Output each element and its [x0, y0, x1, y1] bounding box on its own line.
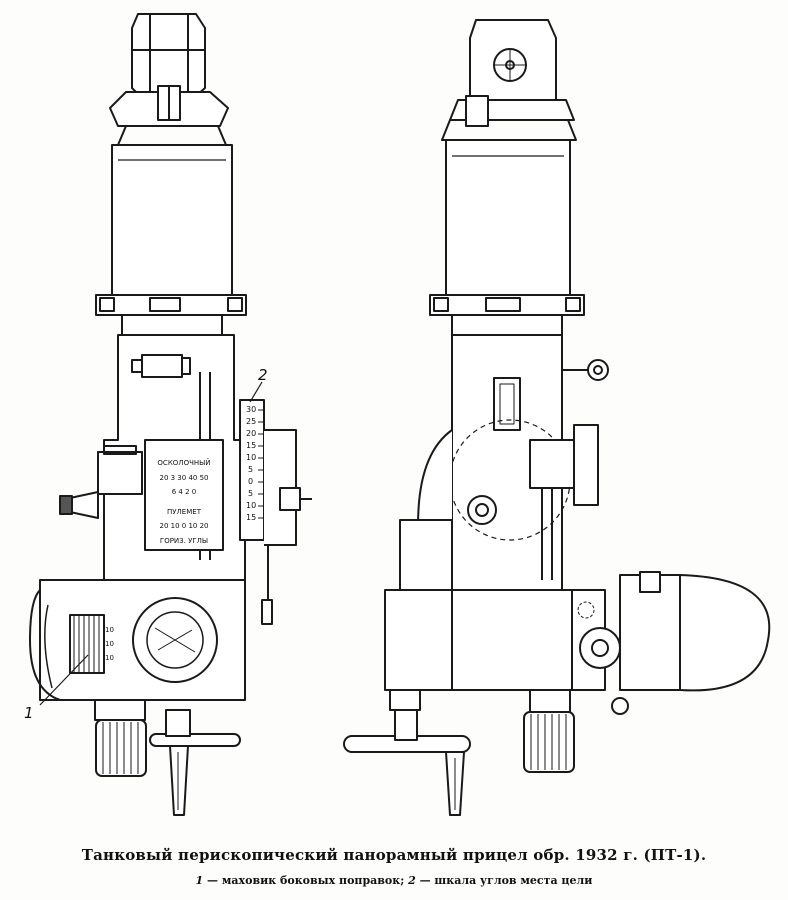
drum-number: 10: [105, 654, 114, 662]
drum-number: 10: [105, 640, 114, 648]
right-upper-tube: [445, 139, 571, 296]
plate-row1: 20 3 30 40 50: [160, 474, 209, 482]
left-view: ОСКОЛОЧНЫЙ 20 3 30 40 50 6 4 2 0 ПУЛЕМЕТ…: [24, 13, 312, 816]
callout-1: 1: [24, 704, 34, 722]
lateral-correction-handwheel: [69, 614, 105, 674]
scale-number: 20: [246, 429, 256, 438]
figure-caption-title: Танковый перископический панорамный приц…: [81, 846, 707, 864]
technical-drawing: ОСКОЛОЧНЫЙ 20 3 30 40 50 6 4 2 0 ПУЛЕМЕТ…: [24, 13, 771, 816]
scale-number: 15: [246, 441, 256, 450]
callout-2: 2: [258, 366, 268, 384]
plate-bottom-label: ГОРИЗ. УГЛЫ: [160, 537, 208, 545]
left-head-prism: [131, 13, 206, 97]
legend-text-1: — маховик боковых поправок;: [203, 874, 409, 887]
legend-text-2: — шкала углов места цели: [415, 874, 593, 887]
scale-number: 30: [246, 405, 256, 414]
legend-number-2: 2: [408, 874, 416, 887]
right-eyepiece-dome: [679, 574, 771, 692]
drum-number: 10: [105, 626, 114, 634]
scale-number: 15: [246, 513, 256, 522]
left-table-plate: [144, 439, 224, 551]
plate-row3: 20 10 0 10 20: [160, 522, 209, 530]
scale-number: 25: [246, 417, 256, 426]
scale-number: 5: [248, 465, 253, 474]
left-knurled-knob: [95, 719, 147, 777]
plate-row2: 6 4 2 0: [172, 488, 197, 496]
scale-number: 5: [248, 489, 253, 498]
plate-mid-label: ПУЛЕМЕТ: [167, 508, 202, 516]
scale-number: 10: [246, 453, 256, 462]
left-handle: [169, 745, 189, 816]
left-upper-tube: [111, 144, 233, 296]
right-view: [343, 19, 771, 816]
legend-number-1: 1: [195, 874, 204, 887]
scale-number: 10: [246, 501, 256, 510]
plate-top-label: ОСКОЛОЧНЫЙ: [157, 458, 210, 467]
scale-number: 0: [248, 477, 253, 486]
figure-caption-legend: 1 — маховик боковых поправок; 2 — шкала …: [0, 874, 788, 887]
